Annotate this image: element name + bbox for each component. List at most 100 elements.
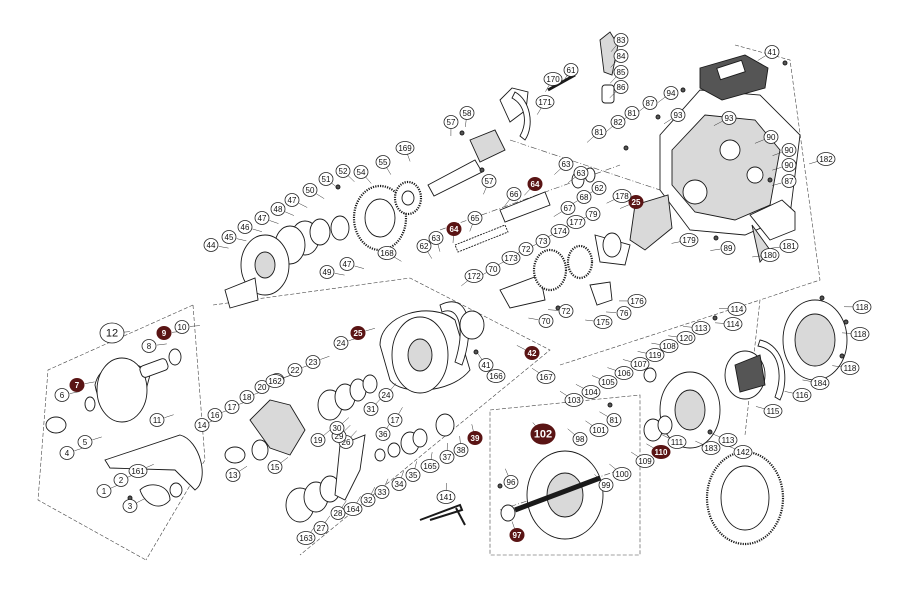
leader-line — [594, 474, 602, 481]
leader-line — [713, 121, 723, 126]
callout-number: 73 — [539, 237, 548, 246]
callout-bubble — [416, 239, 432, 253]
callout-number: 93 — [674, 111, 683, 120]
callout-bubble — [701, 441, 721, 455]
callout-bubble — [207, 408, 223, 422]
part-callout-28: 28 — [330, 506, 346, 520]
callout-bubble — [54, 388, 70, 402]
callout-number: 163 — [299, 534, 313, 543]
leader-line — [772, 166, 782, 171]
part-callout-47: 47 — [284, 193, 300, 207]
callout-bubble — [420, 459, 440, 473]
part-callout-61: 61 — [563, 63, 579, 77]
callout-bubble — [459, 106, 475, 120]
part-callout-57: 57 — [481, 174, 497, 188]
part-callout-87: 87 — [781, 174, 797, 188]
callout-bubble — [174, 320, 190, 334]
leader-line — [144, 464, 154, 469]
callout-number: 58 — [463, 109, 472, 118]
callout-number: 114 — [727, 320, 740, 329]
leader-line — [622, 359, 633, 363]
callout-bubble — [720, 241, 736, 255]
leader-line — [469, 223, 473, 232]
part-callout-27: 27 — [313, 521, 329, 535]
leader-line — [528, 317, 539, 320]
callout-number: 118 — [856, 303, 869, 312]
part-callout-3: 3 — [122, 499, 138, 513]
callout-number: 44 — [207, 241, 216, 250]
part-callout-120: 120 — [676, 331, 696, 345]
part-callout-104: 104 — [581, 385, 601, 399]
callout-bubble — [616, 306, 632, 320]
callout-number: 178 — [615, 192, 629, 201]
leader-line — [607, 367, 617, 371]
callout-bubble — [613, 65, 629, 79]
leader-line — [511, 521, 516, 530]
callout-bubble — [265, 374, 285, 388]
callout-number: 63 — [562, 160, 571, 169]
callout-number: 120 — [679, 334, 693, 343]
callout-number: 165 — [423, 462, 437, 471]
callout-bubble — [377, 246, 397, 260]
spool-assembly — [379, 301, 604, 540]
callout-bubble — [691, 321, 711, 335]
callout-bubble — [606, 413, 622, 427]
part-callout-52: 52 — [335, 164, 351, 178]
callout-bubble — [810, 376, 830, 390]
callout-number: 181 — [782, 242, 796, 251]
callout-bubble — [330, 506, 346, 520]
part-callout-105: 105 — [598, 375, 618, 389]
part-callout-13: 13 — [225, 468, 241, 482]
callout-bubble — [670, 108, 686, 122]
part-callout-47: 47 — [254, 211, 270, 225]
callout-number: 48 — [274, 205, 283, 214]
callout-bubble — [527, 177, 543, 191]
callout-bubble — [478, 358, 494, 372]
callout-number: 37 — [443, 453, 452, 462]
leader-line — [350, 430, 357, 438]
leader-line — [531, 368, 540, 374]
leader-line — [609, 463, 617, 470]
leader-line — [342, 417, 350, 424]
callout-number: 118 — [854, 330, 867, 339]
part-callout-55: 55 — [375, 155, 391, 169]
callout-bubble — [852, 300, 872, 314]
part-callout-39: 39 — [467, 431, 483, 445]
callout-bubble — [667, 435, 687, 449]
leader-line — [136, 498, 146, 503]
part-callout-171: 171 — [535, 95, 555, 109]
leader-line — [710, 248, 721, 251]
leader-line — [657, 96, 666, 103]
callout-bubble — [781, 158, 797, 172]
callout-bubble — [318, 172, 334, 186]
part-callout-32: 32 — [360, 493, 376, 507]
leader-line — [164, 414, 174, 418]
callout-number: 182 — [819, 155, 833, 164]
callout-bubble — [524, 346, 540, 360]
part-callout-36: 36 — [375, 427, 391, 441]
callout-number: 94 — [667, 89, 676, 98]
leader-line — [536, 107, 542, 115]
callout-bubble — [612, 189, 632, 203]
callout-number: 72 — [522, 245, 531, 254]
leader-line — [802, 379, 813, 382]
callout-number: 115 — [767, 407, 780, 416]
leader-line — [386, 167, 392, 175]
callout-number: 30 — [333, 424, 342, 433]
callout-number: 10 — [178, 323, 187, 332]
callout-bubble — [156, 326, 172, 340]
callout-bubble — [628, 195, 644, 209]
callout-number: 41 — [768, 48, 777, 57]
callout-bubble — [642, 96, 658, 110]
callout-bubble — [613, 49, 629, 63]
leader-line — [585, 319, 596, 322]
leader-line — [553, 211, 562, 217]
part-callout-82: 82 — [610, 115, 626, 129]
part-callout-81: 81 — [591, 125, 607, 139]
callout-number: 87 — [646, 99, 655, 108]
callout-number: 1 — [102, 487, 107, 496]
part-callout-41: 41 — [478, 358, 494, 372]
leader-line — [842, 332, 853, 334]
callout-number: 24 — [382, 391, 391, 400]
callout-bubble — [99, 322, 125, 344]
